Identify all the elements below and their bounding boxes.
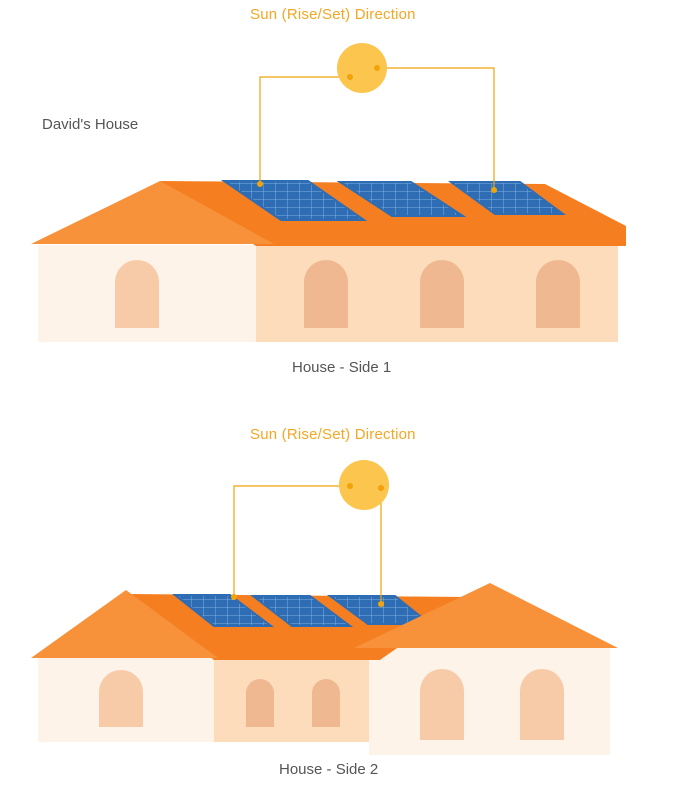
window-side2-4 xyxy=(420,669,464,740)
solar-panel-side2-1 xyxy=(172,594,274,627)
panel-dot-side1-right xyxy=(491,187,497,193)
sun-dot-side1-left xyxy=(347,74,353,80)
sun-dot-side1-right xyxy=(374,65,380,71)
sun-side1 xyxy=(337,43,387,93)
sun-direction-title-side2: Sun (Rise/Set) Direction xyxy=(250,426,416,443)
sun-dot-side2-right xyxy=(378,485,384,491)
solar-panel-side1-3 xyxy=(447,181,567,215)
house-side2 xyxy=(31,460,618,755)
wall-right-side2 xyxy=(369,648,610,755)
window-side2-2 xyxy=(246,679,274,727)
sun-line-side1-left xyxy=(259,76,350,184)
panel-dot-side2-right xyxy=(378,601,384,607)
wall-middle-side2 xyxy=(214,658,372,742)
solar-panel-side2-2 xyxy=(250,595,353,627)
window-side1-2 xyxy=(304,260,348,328)
window-side2-5 xyxy=(520,669,564,740)
sun-line-side2-left xyxy=(233,485,350,597)
house-name-label: David's House xyxy=(42,116,139,133)
house-side1 xyxy=(31,43,626,342)
caption-side1: House - Side 1 xyxy=(292,359,392,376)
window-side2-1 xyxy=(99,670,143,727)
window-side1-3 xyxy=(420,260,464,328)
sun-line-side1-right xyxy=(377,67,495,190)
solar-panel-side1-1 xyxy=(220,180,368,221)
panel-dot-side1-left xyxy=(257,181,263,187)
roof-gable-side1 xyxy=(31,181,274,244)
caption-side2: House - Side 2 xyxy=(279,761,379,778)
roof-gable-right-side2 xyxy=(354,583,618,648)
sun-direction-title-side1: Sun (Rise/Set) Direction xyxy=(250,6,416,23)
roof-gable-left-side2 xyxy=(31,590,218,658)
sun-dot-side2-left xyxy=(347,483,353,489)
window-side1-4 xyxy=(536,260,580,328)
sun-side2 xyxy=(339,460,389,510)
window-side2-3 xyxy=(312,679,340,727)
panel-dot-side2-left xyxy=(231,594,237,600)
solar-panel-side1-2 xyxy=(336,181,467,217)
window-side1-1 xyxy=(115,260,159,328)
